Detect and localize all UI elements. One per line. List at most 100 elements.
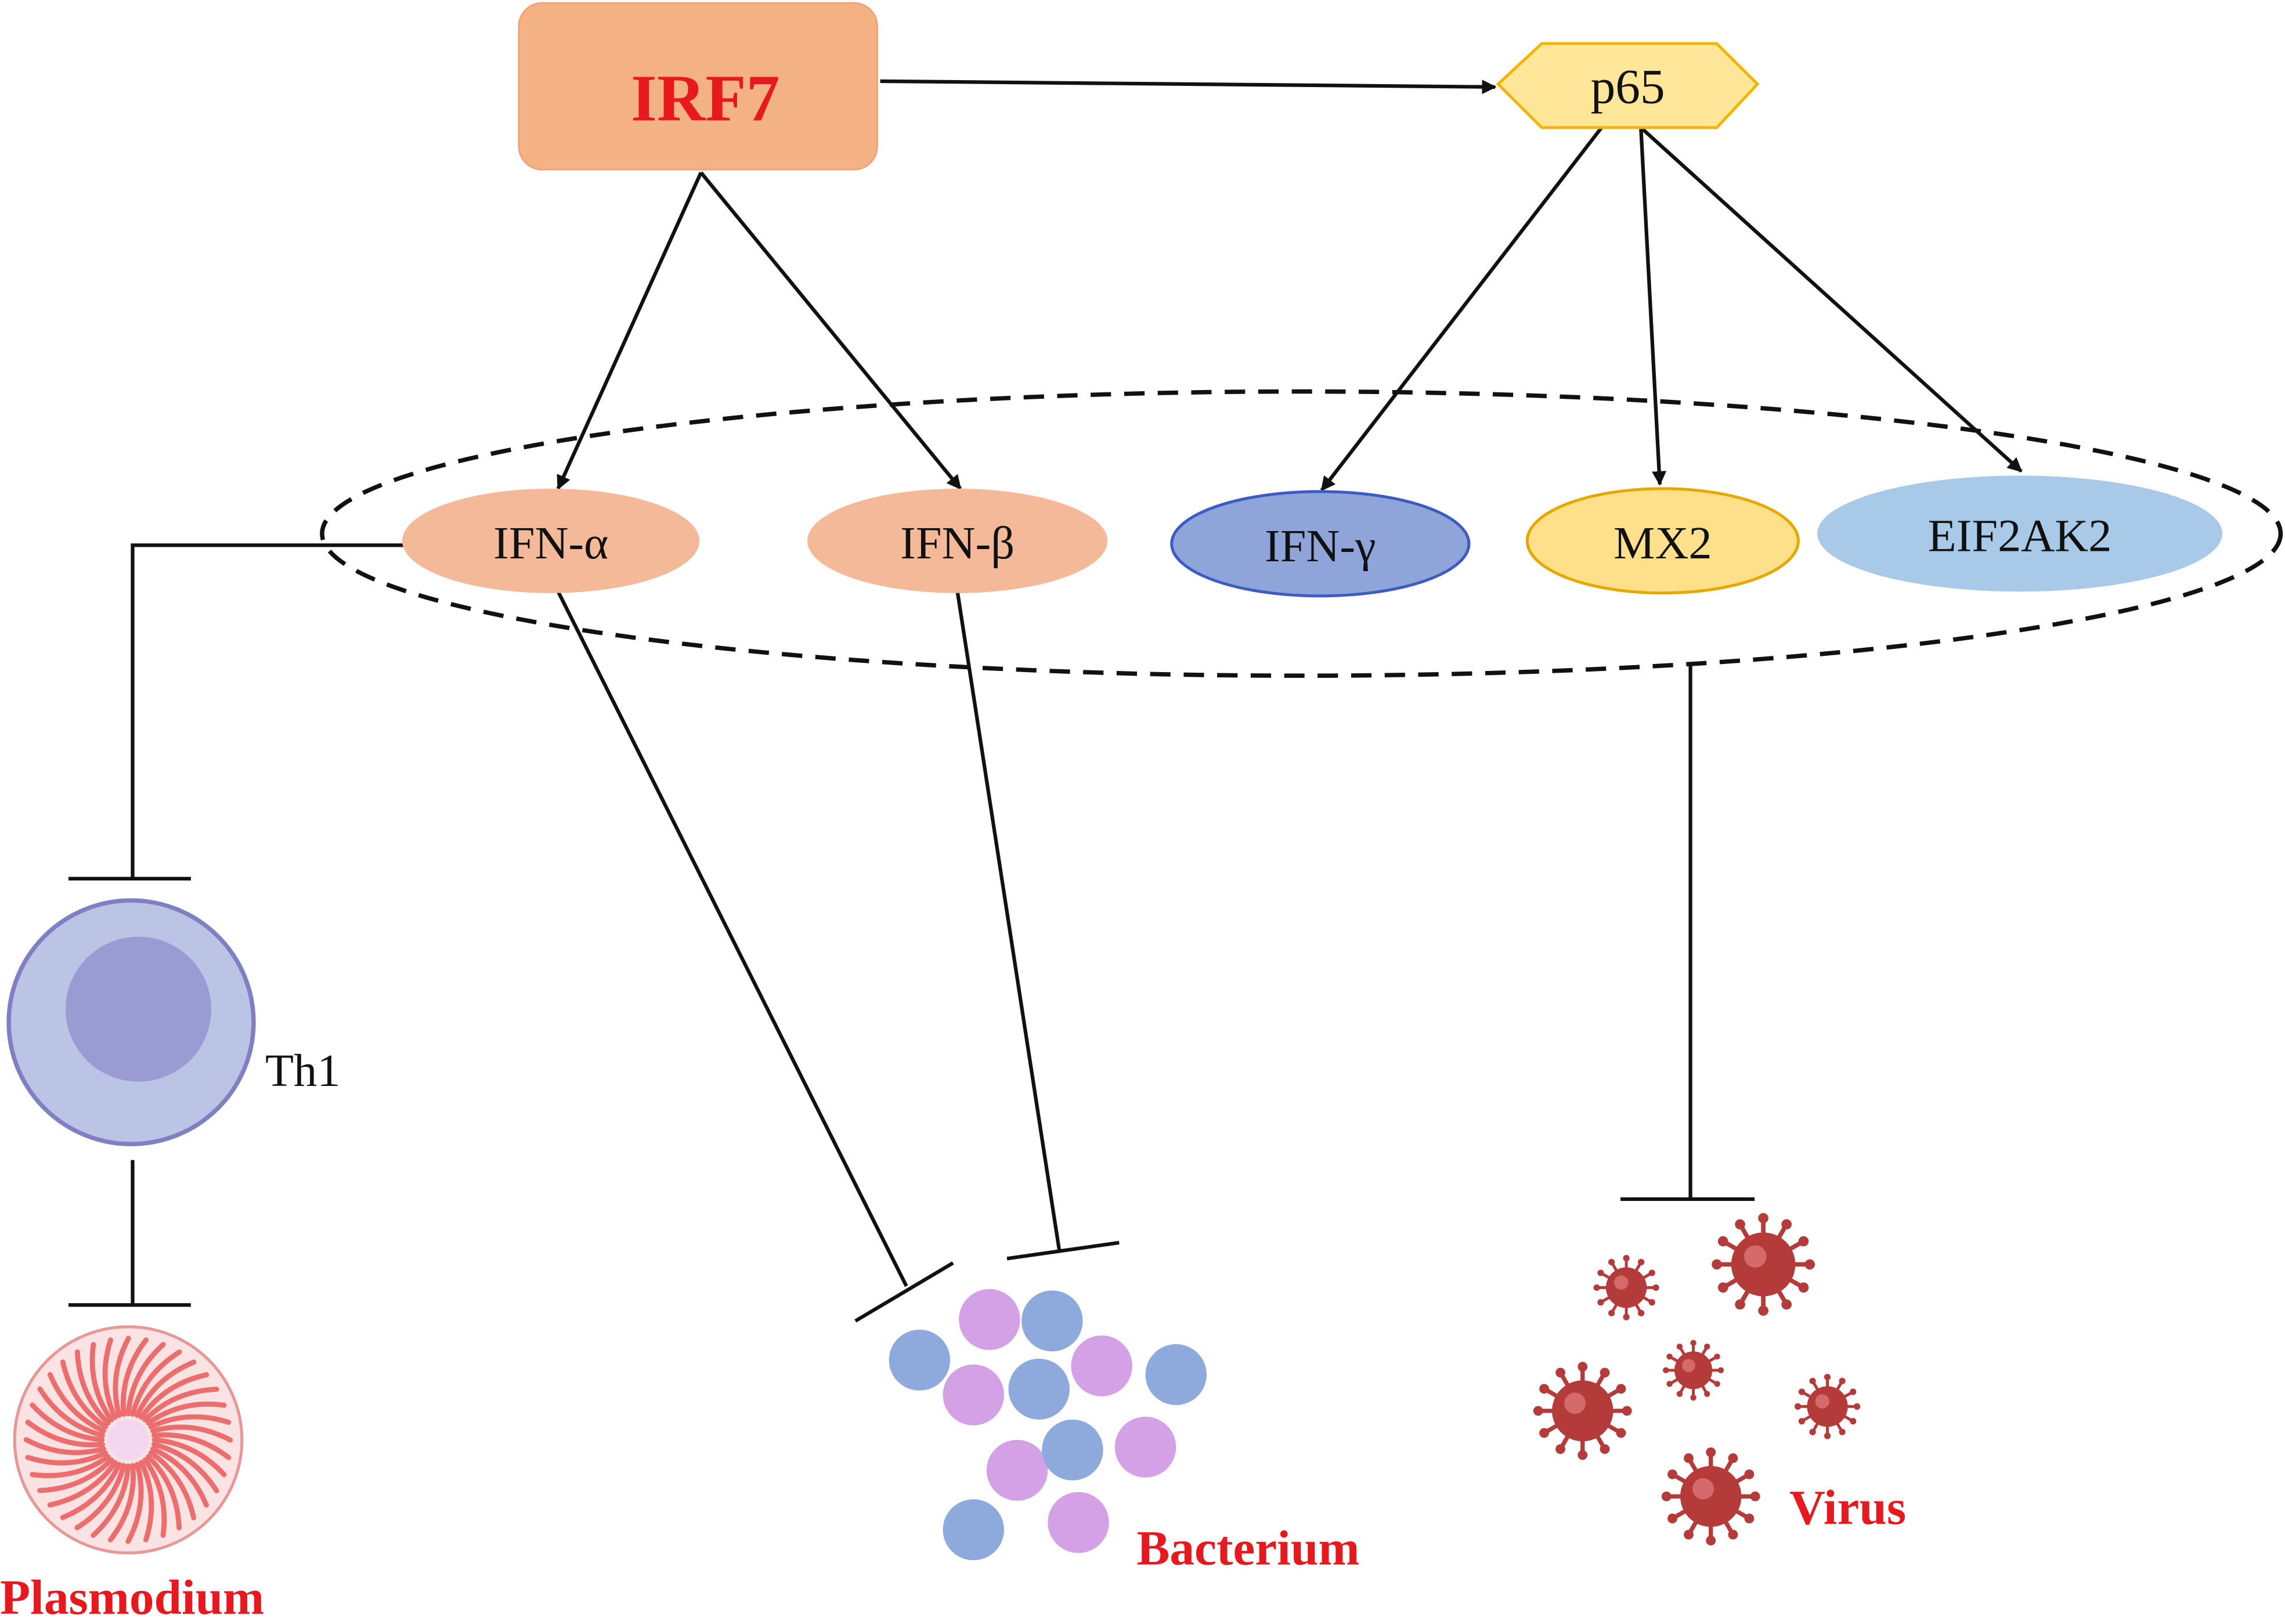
plasmodium-spoke <box>148 1414 232 1430</box>
plasmodium-spoke <box>139 1372 210 1420</box>
virus-spike-tip <box>1809 1377 1816 1384</box>
virus-spike-tip <box>1804 1259 1815 1270</box>
plasmodium-spoke <box>113 1336 131 1418</box>
edge-irf7-ifn-alpha <box>556 172 703 490</box>
virus-spike-tip <box>1666 1354 1673 1360</box>
virus-spike-tip <box>1663 1367 1669 1374</box>
virus-spike-tip <box>1608 1309 1615 1316</box>
virus-spike-tip <box>1750 1491 1760 1502</box>
plasmodium-spoke <box>89 1341 114 1423</box>
virus-spike-tip <box>1652 1284 1659 1291</box>
virus-particle-6 <box>1661 1447 1760 1546</box>
virus-particle-4 <box>1533 1362 1632 1460</box>
virus-spike-tip <box>1597 1299 1604 1306</box>
virus-spike-tip <box>1798 1236 1809 1247</box>
plasmodium-spoke <box>142 1387 219 1423</box>
virus-highlight <box>1614 1275 1629 1290</box>
irf7-label: IRF7 <box>631 61 780 135</box>
plasmodium-spoke <box>148 1450 197 1521</box>
virus-spike-tip <box>1608 1258 1615 1266</box>
plasmodium-icon <box>13 1325 244 1555</box>
edge-irf7-ifn-beta <box>699 171 962 490</box>
virus-cluster-icon <box>1533 1212 1861 1546</box>
ifn-alpha-node: IFN-α <box>402 488 700 593</box>
virus-spike-tip <box>1850 1418 1857 1425</box>
virus-spike-tip <box>1824 1432 1831 1439</box>
plasmodium-spoke <box>30 1454 111 1478</box>
virus-spike-tip <box>1795 1403 1802 1410</box>
plasmodium-spoke <box>146 1454 182 1531</box>
virus-spike-tip <box>1616 1384 1626 1394</box>
plasmodium-spoke <box>102 1337 118 1420</box>
virus-body <box>1680 1466 1742 1527</box>
virus-spike-tip <box>1706 1535 1716 1546</box>
virus-spike-tip <box>1666 1381 1673 1387</box>
plasmodium-spoke <box>150 1446 209 1508</box>
virus-body <box>1552 1380 1613 1442</box>
virus-spike-tip <box>1744 1469 1755 1479</box>
virus-spike-tip <box>1706 1447 1716 1457</box>
virus-spike-tip <box>1593 1284 1600 1291</box>
virus-spike-tip <box>1712 1259 1722 1270</box>
virus-spike-tip <box>1728 1453 1738 1463</box>
plasmodium-spoke <box>151 1437 227 1478</box>
plasmodium-spoke <box>151 1432 232 1460</box>
virus-spike-tip <box>1728 1529 1738 1540</box>
plasmodium-spoke <box>142 1457 167 1538</box>
virus-spike-tip <box>1533 1406 1543 1416</box>
virus-spike-tip <box>1637 1258 1645 1266</box>
virus-spike-tip <box>1676 1391 1683 1397</box>
plasmodium-spoke <box>146 1401 227 1426</box>
virus-body <box>1605 1267 1647 1308</box>
virus-spike-tip <box>1648 1269 1655 1276</box>
virus-body <box>1807 1386 1848 1427</box>
virus-spike-tip <box>1798 1388 1806 1395</box>
virus-spike-tip <box>1578 1362 1588 1372</box>
virus-spike-tip <box>1676 1343 1683 1350</box>
mx2-node: MX2 <box>1525 487 1800 595</box>
ifn-beta-node: IFN-β <box>807 488 1108 593</box>
plasmodium-spoke <box>107 1463 136 1543</box>
virus-spike-tip <box>1809 1428 1816 1435</box>
virus-spike-tip <box>1661 1491 1672 1502</box>
plasmodium-spoke <box>47 1460 118 1508</box>
plasmodium-spoke <box>60 1461 122 1521</box>
plasmodium-spoke <box>130 1349 182 1417</box>
virus-spike-tip <box>1648 1299 1655 1306</box>
virus-particle-3 <box>1663 1340 1724 1401</box>
plasmodium-spoke <box>25 1450 109 1466</box>
virus-spike-tip <box>1744 1513 1755 1524</box>
virus-spike-tip <box>1781 1299 1792 1310</box>
plasmodium-spoke <box>125 1341 166 1417</box>
plasmodium-spoke <box>30 1402 105 1443</box>
plasmodium-spoke <box>47 1372 106 1434</box>
interferon-group-outline <box>320 389 2283 678</box>
virus-spike-tip <box>1616 1428 1626 1438</box>
irf7-node: IRF7 <box>518 2 878 171</box>
virus-spike-tip <box>1690 1340 1696 1346</box>
virus-highlight <box>1682 1359 1695 1373</box>
virus-particle-2 <box>1712 1212 1815 1316</box>
plasmodium-spoke <box>139 1460 154 1543</box>
virus-spike-tip <box>1600 1444 1610 1455</box>
virus-spike-tip <box>1839 1377 1846 1384</box>
virus-spike-tip <box>1758 1305 1768 1316</box>
ifn-alpha-label: IFN-α <box>493 518 608 569</box>
th1-cell-icon <box>6 898 256 1146</box>
virus-spike-tip <box>1684 1529 1694 1540</box>
bar-bacterium-alpha <box>854 1261 954 1323</box>
virus-spike-tip <box>1623 1255 1630 1262</box>
plasmodium-label: Plasmodium <box>0 1571 264 1624</box>
virus-highlight <box>1743 1245 1767 1268</box>
virus-highlight <box>1564 1392 1586 1414</box>
virus-spike-tip <box>1667 1469 1677 1479</box>
plasmodium-spoke <box>74 1349 111 1426</box>
mx2-label: MX2 <box>1613 518 1712 569</box>
virus-spike-tip <box>1758 1212 1768 1224</box>
virus-spike-tip <box>1667 1513 1677 1524</box>
eif2ak2-node: EIF2AK2 <box>1817 475 2223 592</box>
plasmodium-spoke <box>150 1424 233 1443</box>
virus-spike-tip <box>1578 1450 1588 1460</box>
virus-spike-tip <box>1555 1444 1565 1455</box>
